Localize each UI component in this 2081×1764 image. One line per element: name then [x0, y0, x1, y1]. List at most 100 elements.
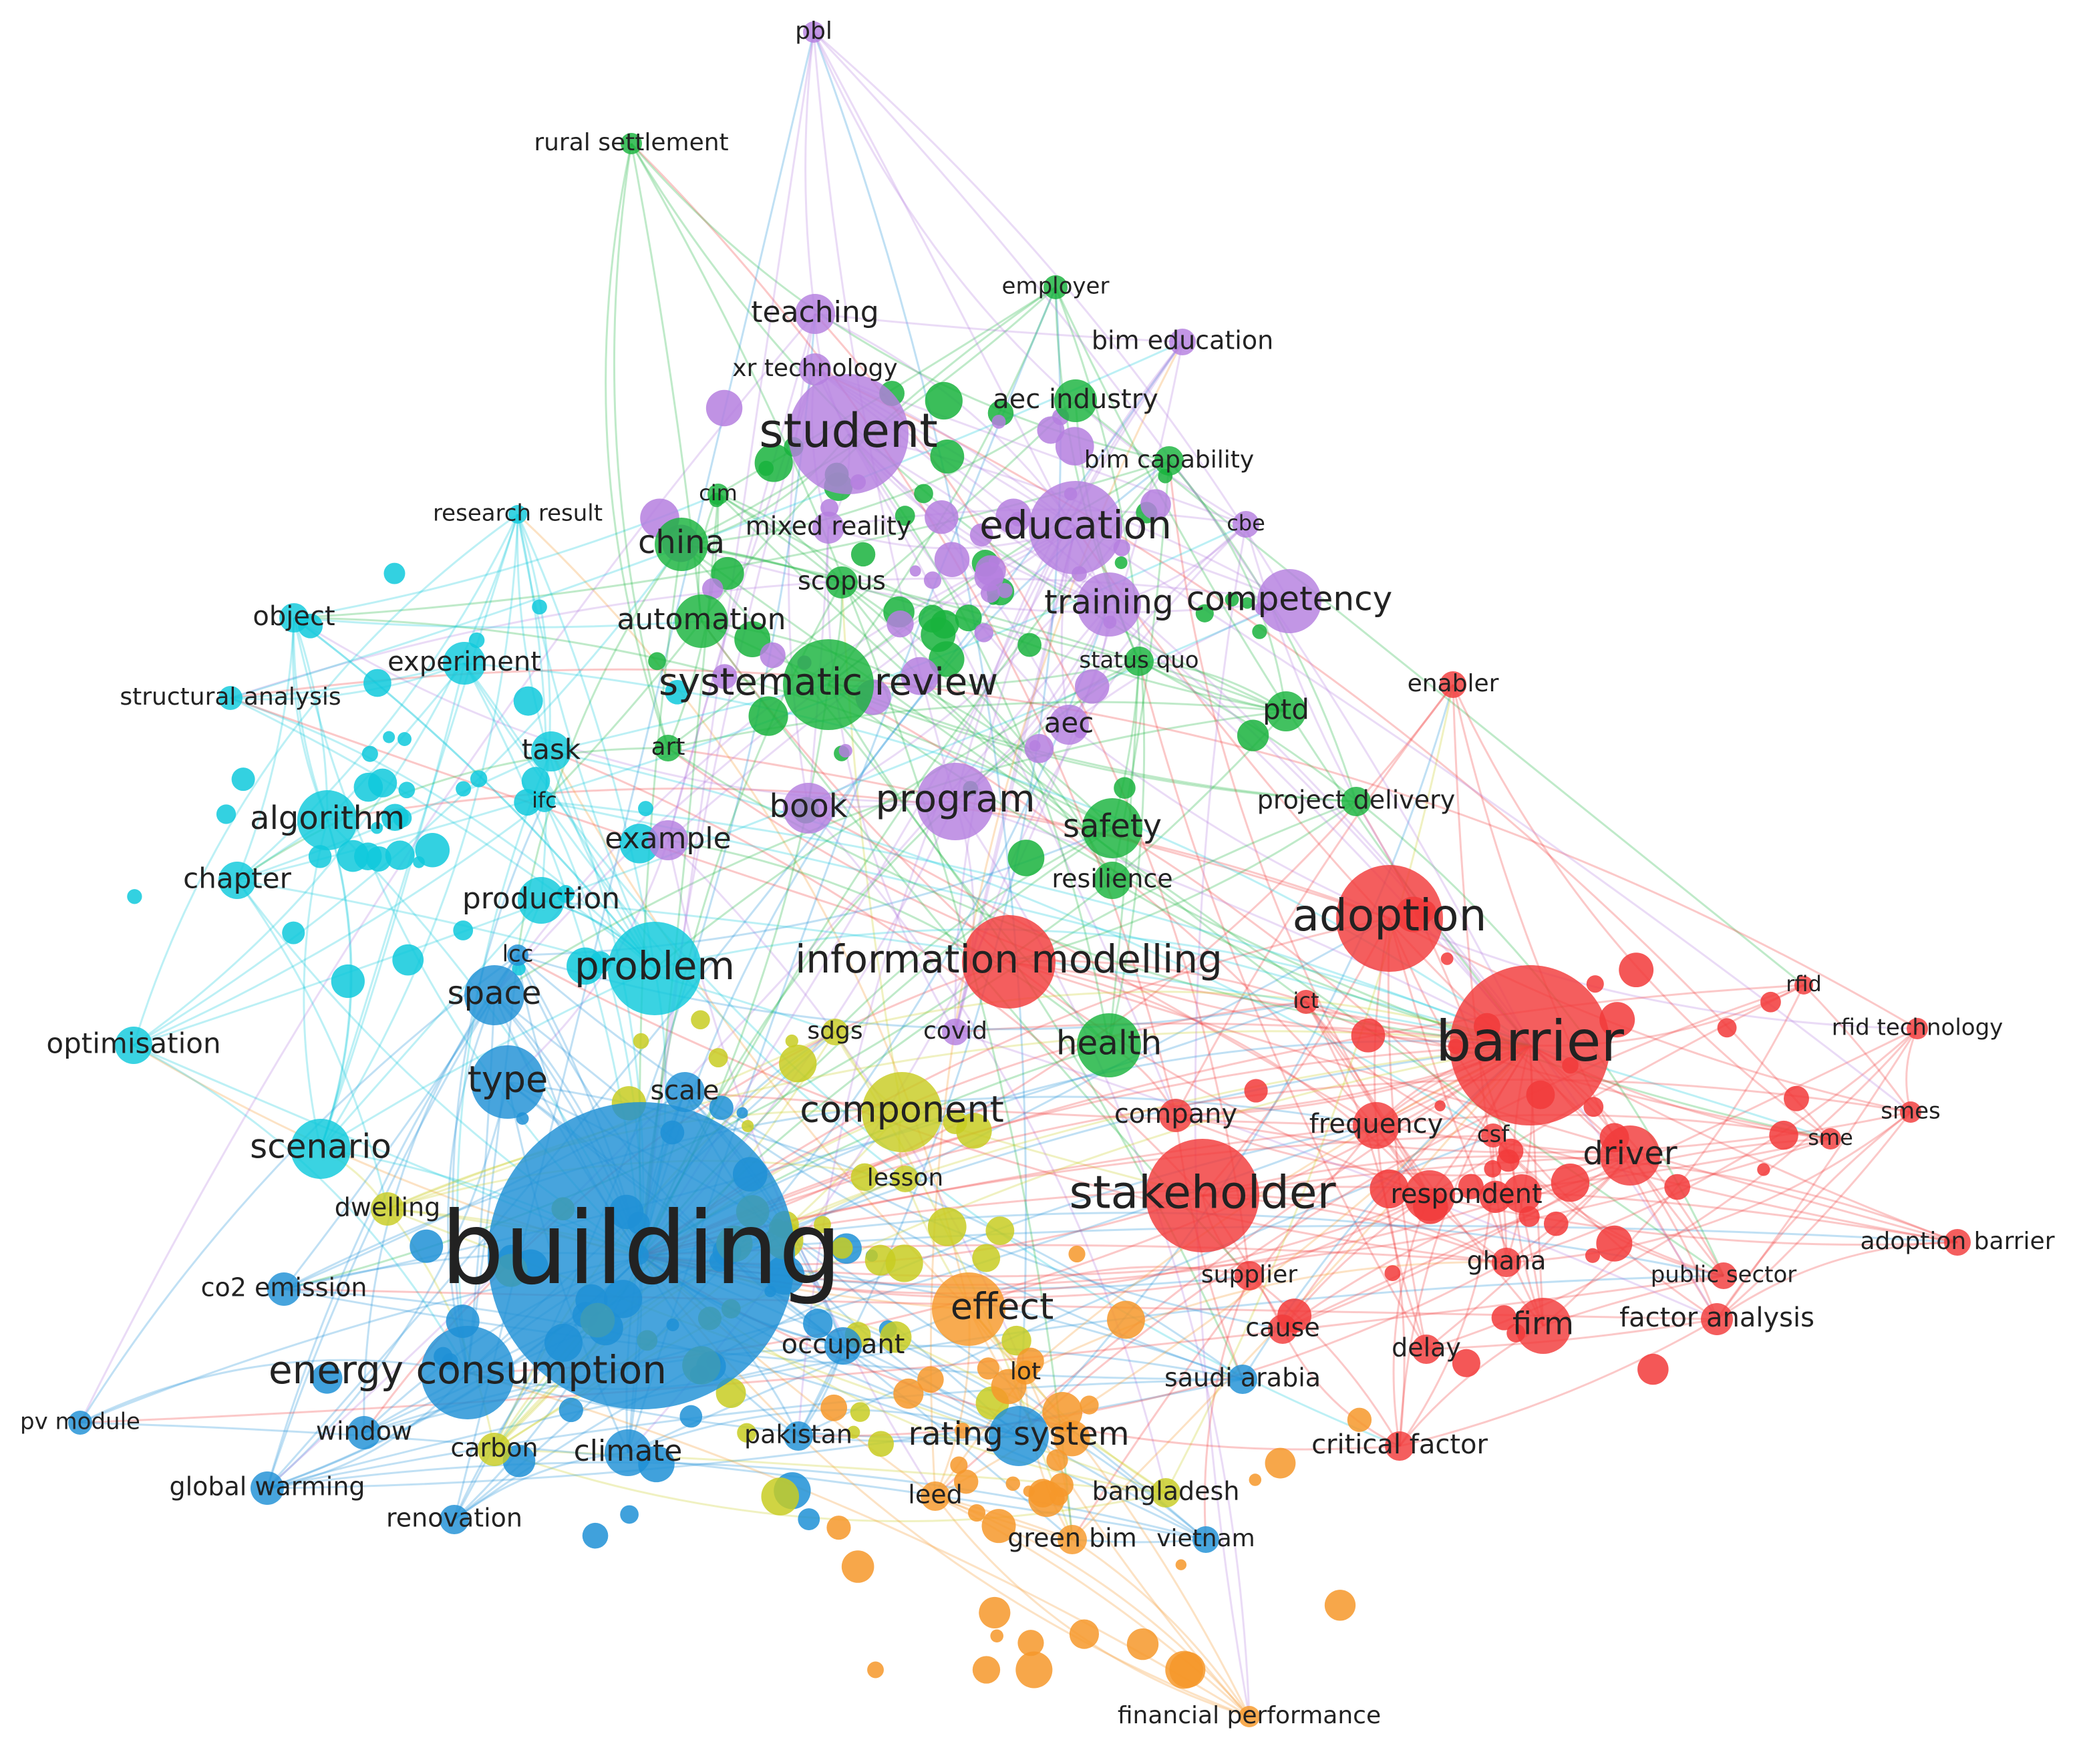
minor-keyword-node[interactable] — [383, 731, 395, 743]
keyword-node-respondent[interactable] — [1404, 1170, 1455, 1221]
keyword-node-experiment[interactable] — [443, 642, 486, 685]
keyword-node-climate[interactable] — [605, 1429, 651, 1476]
keyword-node-training[interactable] — [1077, 572, 1141, 637]
minor-keyword-node[interactable] — [967, 1504, 986, 1522]
keyword-node-energy-consumption[interactable] — [421, 1326, 514, 1419]
keyword-node-sme[interactable] — [1820, 1128, 1841, 1150]
minor-keyword-node[interactable] — [1126, 1628, 1159, 1660]
minor-keyword-node[interactable] — [893, 1378, 924, 1409]
minor-keyword-node[interactable] — [1175, 1559, 1187, 1570]
minor-keyword-node[interactable] — [1599, 1002, 1635, 1038]
minor-keyword-node[interactable] — [331, 964, 365, 999]
keyword-node-pv-module[interactable] — [68, 1411, 92, 1435]
minor-keyword-node[interactable] — [1583, 1097, 1604, 1117]
keyword-node-lesson[interactable] — [892, 1166, 919, 1192]
keyword-node-renovation[interactable] — [440, 1505, 469, 1534]
minor-keyword-node[interactable] — [925, 381, 963, 420]
minor-keyword-node[interactable] — [470, 770, 488, 787]
keyword-node-automation[interactable] — [675, 594, 728, 648]
minor-keyword-node[interactable] — [1491, 1305, 1517, 1331]
keyword-node-cause[interactable] — [1268, 1314, 1297, 1344]
keyword-node-covid[interactable] — [942, 1019, 969, 1045]
keyword-node-status-quo[interactable] — [1124, 647, 1154, 676]
keyword-node-factor-analysis[interactable] — [1701, 1303, 1733, 1335]
minor-keyword-node[interactable] — [282, 921, 305, 944]
minor-keyword-node[interactable] — [648, 652, 666, 671]
minor-keyword-node[interactable] — [1017, 633, 1042, 657]
minor-keyword-node[interactable] — [665, 680, 690, 705]
keyword-node-scale[interactable] — [665, 1072, 705, 1112]
minor-keyword-node[interactable] — [918, 604, 947, 633]
keyword-node-component[interactable] — [862, 1072, 942, 1152]
minor-keyword-node[interactable] — [895, 506, 915, 526]
minor-keyword-node[interactable] — [1068, 1245, 1086, 1263]
minor-keyword-node[interactable] — [977, 1357, 999, 1380]
minor-keyword-node[interactable] — [514, 789, 541, 816]
minor-keyword-node[interactable] — [826, 1516, 851, 1540]
minor-keyword-node[interactable] — [868, 1431, 894, 1457]
minor-keyword-node[interactable] — [398, 781, 416, 799]
minor-keyword-node[interactable] — [1195, 604, 1214, 623]
keyword-node-frequency[interactable] — [1353, 1102, 1400, 1149]
minor-keyword-node[interactable] — [867, 1661, 884, 1679]
keyword-node-leed[interactable] — [921, 1481, 950, 1511]
keyword-node-ghana[interactable] — [1492, 1248, 1521, 1277]
minor-keyword-node[interactable] — [1244, 1079, 1268, 1103]
minor-keyword-node[interactable] — [1440, 952, 1454, 965]
keyword-node-enabler[interactable] — [1440, 671, 1466, 698]
minor-keyword-node[interactable] — [953, 1469, 979, 1494]
minor-keyword-node[interactable] — [997, 582, 1013, 598]
minor-keyword-node[interactable] — [1496, 1149, 1520, 1172]
minor-keyword-node[interactable] — [1114, 556, 1128, 569]
keyword-node-research-result[interactable] — [508, 505, 527, 524]
minor-keyword-node[interactable] — [1165, 1650, 1204, 1689]
minor-keyword-node[interactable] — [1080, 1395, 1099, 1415]
keyword-node-dwelling[interactable] — [371, 1192, 404, 1226]
keyword-node-barrier[interactable] — [1450, 965, 1610, 1125]
minor-keyword-node[interactable] — [990, 1629, 1003, 1643]
minor-keyword-node[interactable] — [456, 781, 472, 797]
minor-keyword-node[interactable] — [974, 623, 994, 643]
minor-keyword-node[interactable] — [1015, 1651, 1053, 1689]
keyword-node-optimisation[interactable] — [115, 1027, 152, 1064]
minor-keyword-node[interactable] — [679, 1405, 703, 1428]
minor-keyword-node[interactable] — [943, 1109, 967, 1135]
keyword-node-supplier[interactable] — [1235, 1261, 1264, 1290]
keyword-node-type[interactable] — [471, 1045, 544, 1119]
minor-keyword-node[interactable] — [513, 686, 543, 716]
keyword-node-critical-factor[interactable] — [1385, 1431, 1414, 1461]
keyword-node-chapter[interactable] — [218, 862, 256, 899]
minor-keyword-node[interactable] — [558, 1397, 583, 1423]
keyword-node-rural-settlement[interactable] — [621, 133, 642, 154]
keyword-node-ifc[interactable] — [534, 791, 555, 812]
minor-keyword-node[interactable] — [1241, 597, 1253, 609]
minor-keyword-node[interactable] — [708, 1048, 728, 1068]
minor-keyword-node[interactable] — [354, 842, 382, 870]
minor-keyword-node[interactable] — [909, 565, 921, 577]
keyword-node-bim-education[interactable] — [1169, 329, 1196, 355]
keyword-node-ptd[interactable] — [1266, 691, 1306, 731]
minor-keyword-node[interactable] — [950, 1456, 968, 1474]
keyword-node-aec-industry[interactable] — [1054, 379, 1097, 422]
minor-keyword-node[interactable] — [885, 1244, 923, 1282]
minor-keyword-node[interactable] — [1140, 489, 1171, 520]
minor-keyword-node[interactable] — [410, 1229, 444, 1263]
keyword-node-health[interactable] — [1077, 1013, 1141, 1077]
minor-keyword-node[interactable] — [1046, 1449, 1068, 1471]
minor-keyword-node[interactable] — [1249, 1473, 1262, 1486]
keyword-node-art[interactable] — [655, 735, 681, 761]
minor-keyword-node[interactable] — [1434, 1100, 1446, 1111]
keyword-node-systematic-review[interactable] — [783, 639, 874, 730]
keyword-node-global-warming[interactable] — [251, 1471, 284, 1505]
minor-keyword-node[interactable] — [361, 745, 378, 762]
keyword-node-education[interactable] — [1029, 481, 1122, 574]
keyword-node-example[interactable] — [648, 820, 688, 860]
minor-keyword-node[interactable] — [705, 389, 743, 427]
minor-keyword-node[interactable] — [985, 1216, 1015, 1246]
keyword-node-saudi-arabia[interactable] — [1228, 1365, 1257, 1394]
keyword-node-bangladesh[interactable] — [1151, 1478, 1180, 1508]
keyword-node-safety[interactable] — [1082, 798, 1142, 858]
minor-keyword-node[interactable] — [1452, 1349, 1480, 1377]
keyword-node-program[interactable] — [917, 763, 994, 840]
minor-keyword-node[interactable] — [311, 1363, 343, 1394]
